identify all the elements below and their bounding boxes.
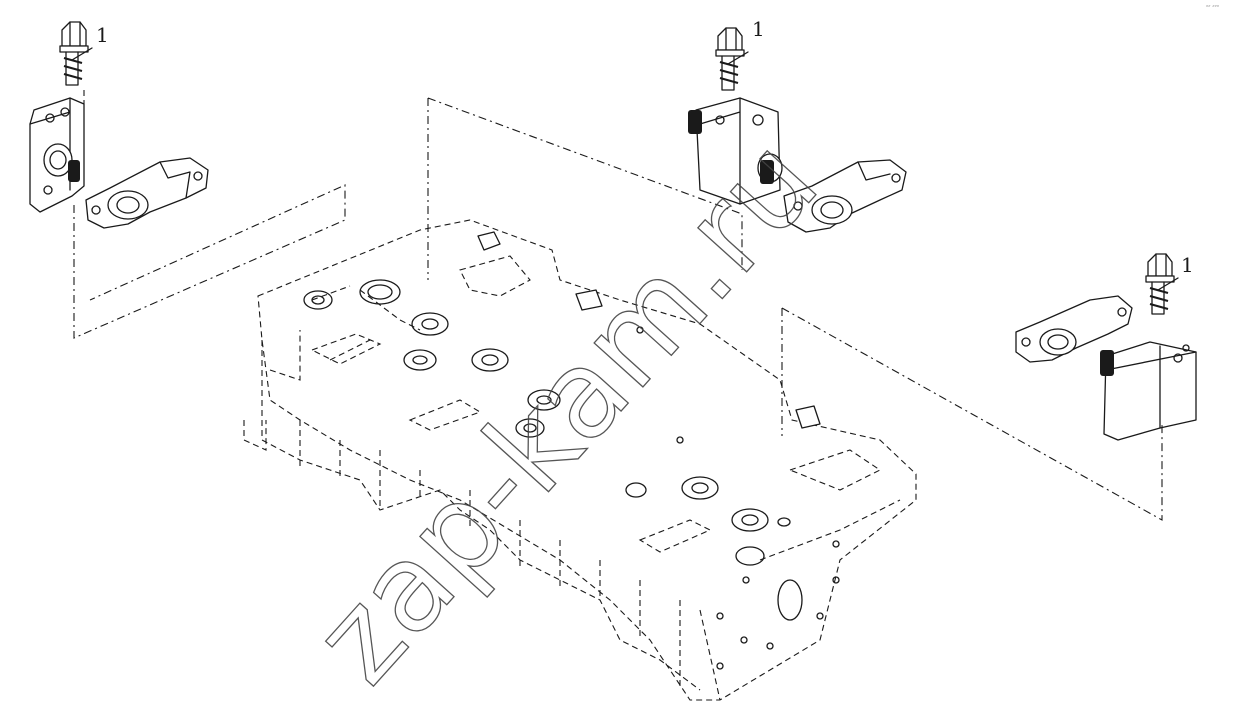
rocker-arm-left — [85, 157, 209, 229]
watermark-text: zap-kam.ru — [288, 113, 845, 709]
corner-mark: ″″ ″″″ — [1206, 5, 1220, 12]
callout-bolt-left: 1 — [96, 23, 109, 47]
rocker-arm-right — [1015, 295, 1133, 363]
callout-bolt-right: 1 — [1181, 253, 1194, 277]
bolt-left — [59, 21, 93, 86]
right-rocker-assembly: 1 — [781, 253, 1197, 521]
rocker-arm-center — [783, 159, 907, 233]
callout-bolt-center: 1 — [752, 17, 765, 41]
bolt-right — [1145, 253, 1179, 315]
left-rocker-assembly: 1 — [29, 21, 346, 339]
watermark: zap-kam.ru — [288, 112, 846, 710]
rocker-bracket-center — [688, 97, 783, 205]
cylinder-head — [243, 219, 917, 701]
rocker-bracket-right — [1100, 341, 1197, 441]
center-rocker-assembly: 1 — [427, 17, 907, 280]
bolt-center — [715, 27, 749, 91]
rocker-bracket-left — [29, 97, 85, 213]
